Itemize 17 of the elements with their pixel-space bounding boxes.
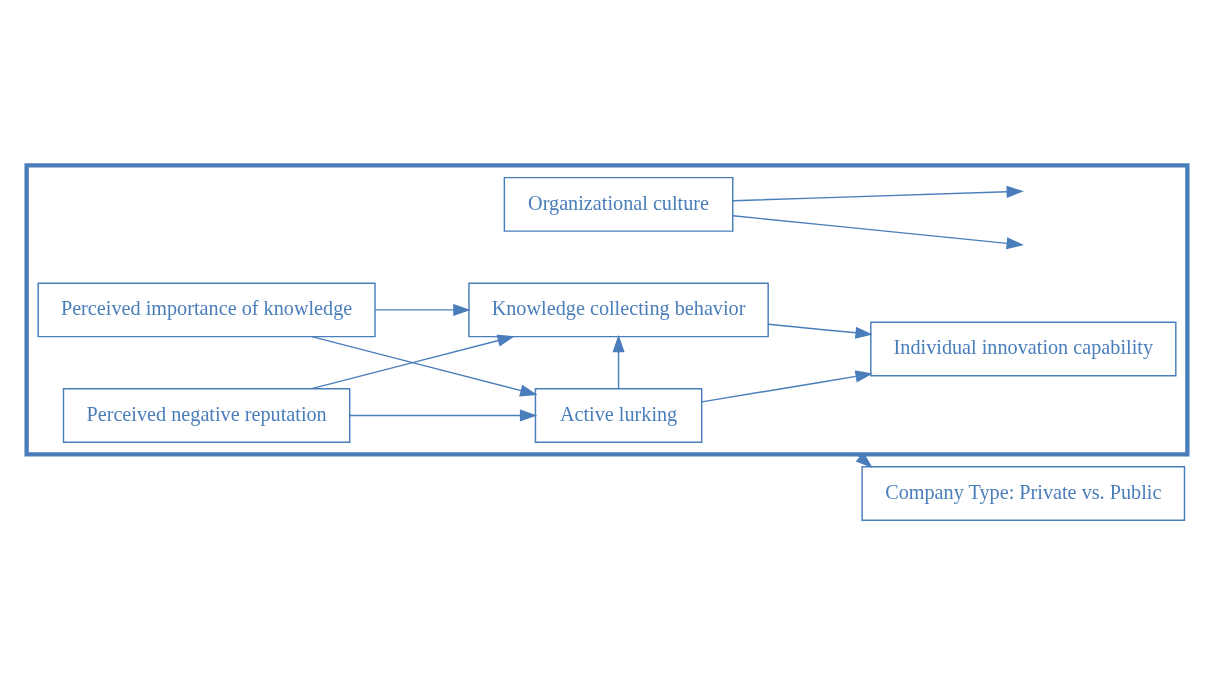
arrow [612, 334, 625, 390]
arrow [767, 323, 873, 339]
node-box: Organizational culture [503, 176, 734, 232]
arrow [349, 409, 538, 422]
node-box: Individual innovation capability [870, 321, 1177, 377]
node-box: Knowledge collecting behavior [468, 282, 769, 338]
arrow [701, 370, 873, 403]
node-box: Active lurking [534, 387, 703, 443]
node-box: Perceived importance of knowledge [37, 282, 376, 338]
arrow [732, 185, 1024, 202]
arrow [855, 452, 873, 469]
node-box: Company Type: Private vs. Public [861, 466, 1186, 521]
arrow [374, 303, 471, 316]
node-box: Perceived negative reputation [62, 387, 351, 443]
arrow [311, 334, 515, 390]
arrow [732, 215, 1024, 250]
arrow [311, 335, 538, 397]
